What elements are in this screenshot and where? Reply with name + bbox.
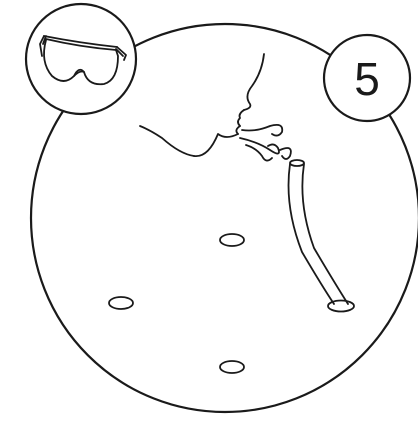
- step-number: 5: [354, 53, 380, 105]
- hole-left: [109, 297, 133, 309]
- goggles-badge-circle: [26, 4, 136, 114]
- hole-tube: [328, 301, 354, 312]
- breath-swirls: [240, 125, 291, 161]
- step-badge: 5: [324, 35, 410, 121]
- blowing-tube: [289, 160, 349, 304]
- face-profile: [140, 54, 264, 156]
- safety-goggles-badge: [26, 4, 136, 114]
- hole-bottom: [220, 361, 244, 373]
- hole-top: [220, 234, 244, 246]
